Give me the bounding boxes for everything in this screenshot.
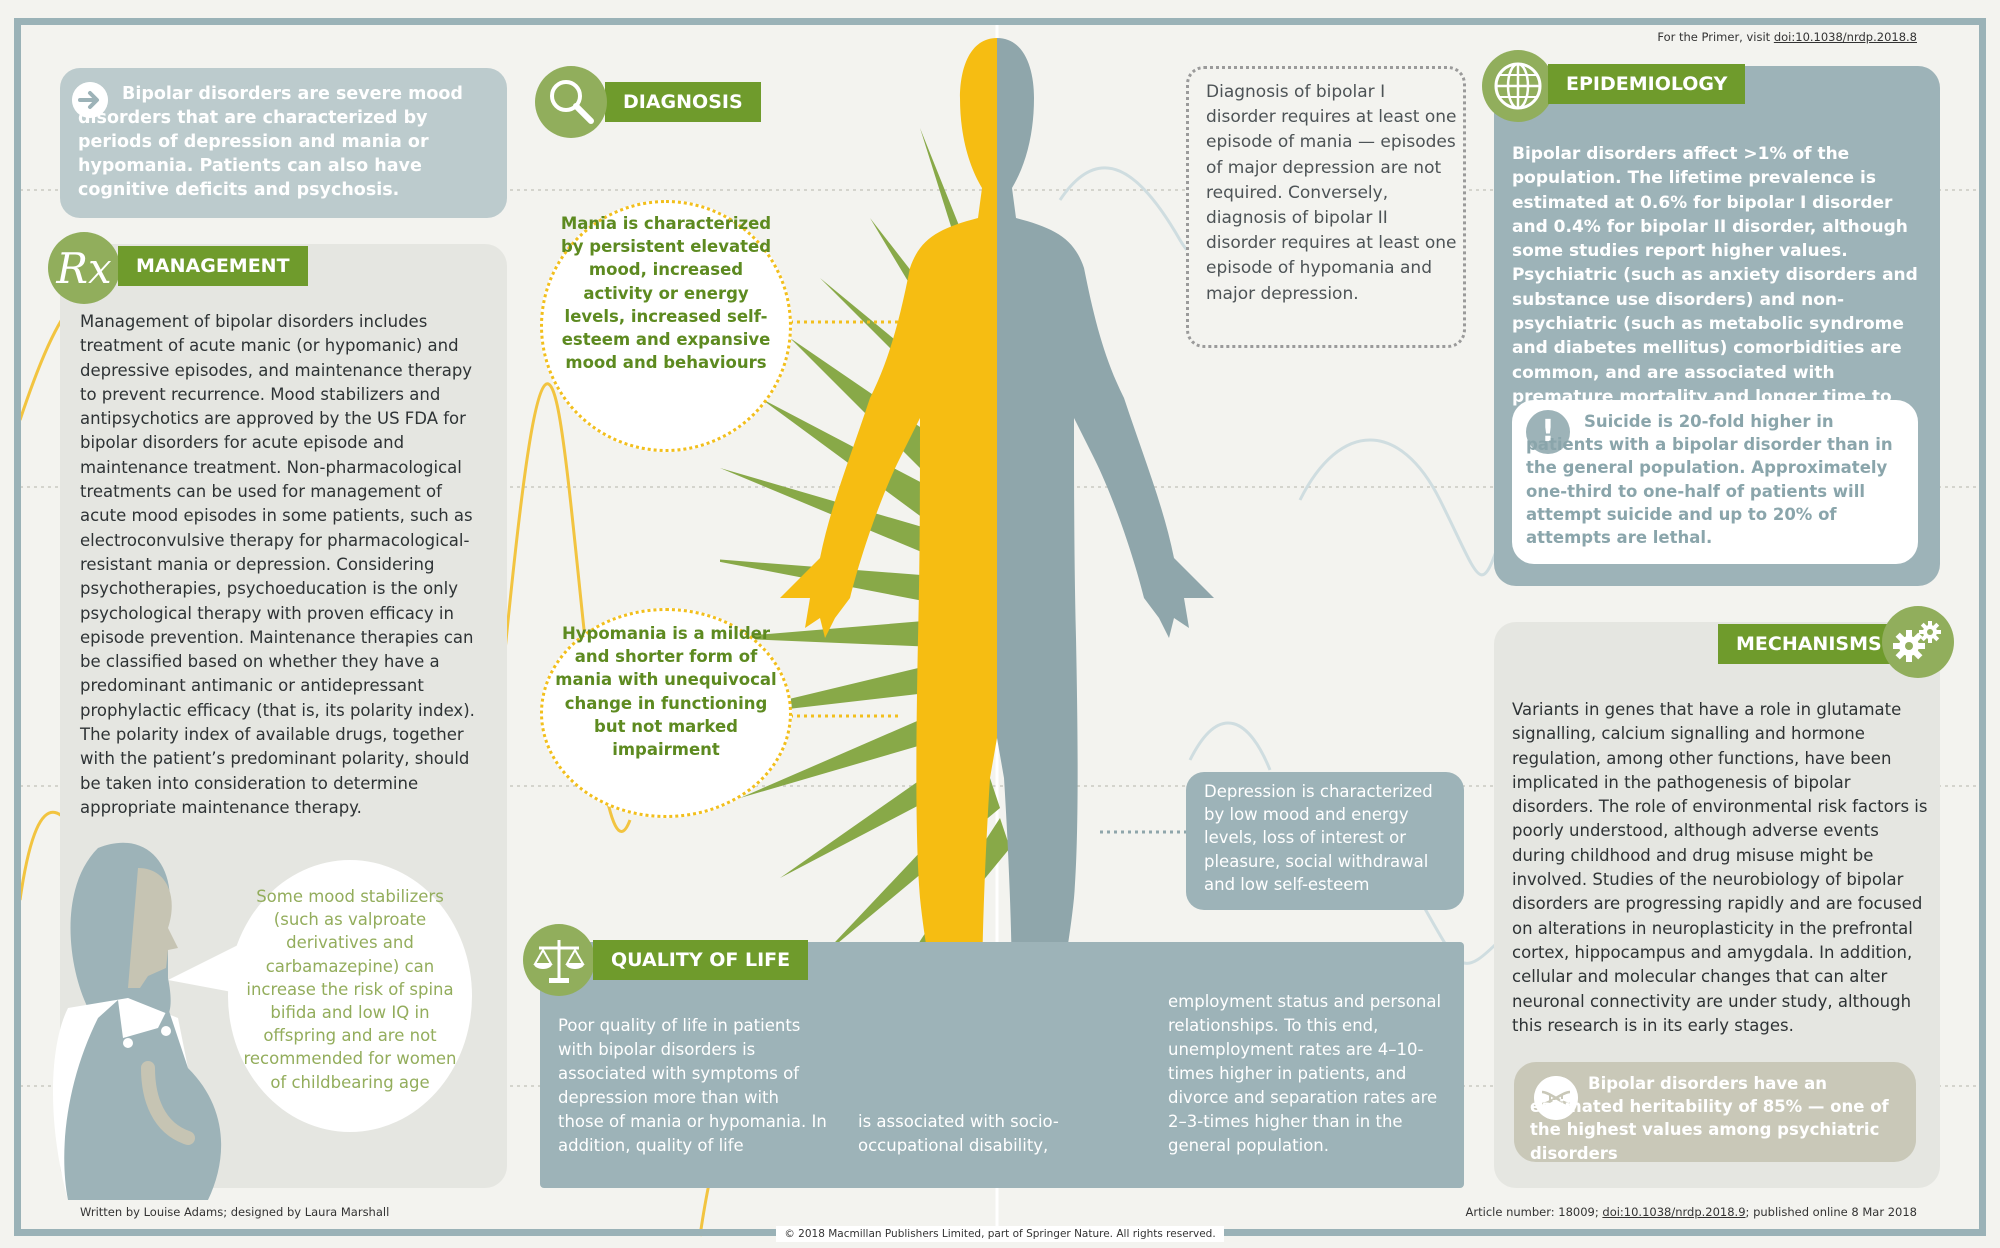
mechanisms-text: Variants in genes that have a role in gl… [1512,700,1928,1035]
globe-icon [1482,50,1554,122]
depression-text: Depression is characterized by low mood … [1204,782,1433,894]
bubble-text: Some mood stabilizers (such as valproate… [243,887,457,1092]
epidemiology-title: EPIDEMIOLOGY [1548,64,1746,104]
credits: Written by Louise Adams; designed by Lau… [80,1205,390,1219]
mania-circle [540,200,792,452]
diagnosis-criteria-box [1186,66,1466,348]
exclamation-icon: ! [1526,410,1570,454]
heritability-box [1514,1062,1916,1162]
connector-lines [790,320,1186,834]
mania-text: Mania is characterized by persistent ele… [560,214,772,373]
management-text: Management of bipolar disorders includes… [80,312,475,817]
article-doi-link[interactable]: doi:10.1038/nrdp.2018.9 [1602,1205,1746,1219]
article-info: Article number: 18009; doi:10.1038/nrdp.… [1465,1205,1917,1219]
copyright: © 2018 Macmillan Publishers Limited, par… [0,1226,2000,1242]
rx-icon: Rx [48,232,120,304]
arrow-right-icon [72,82,108,118]
diagnosis-criteria-text: Diagnosis of bipolar I disorder requires… [1206,82,1457,304]
suicide-text: Suicide is 20-fold higher in patients wi… [1526,412,1893,548]
quality-of-life-text-3: employment status and personal relations… [1168,992,1442,1155]
suicide-box [1512,400,1918,564]
depression-box [1186,772,1464,910]
top-note-link[interactable]: doi:10.1038/nrdp.2018.8 [1773,30,1917,44]
quality-of-life-text-2: is associated with socio-occupational di… [858,1112,1059,1155]
heritability-text: Bipolar disorders have an estimated heri… [1530,1074,1889,1163]
gears-icon [1882,606,1954,678]
quality-of-life-panel [540,942,1464,1188]
hypomania-text: Hypomania is a milder and shorter form o… [555,624,777,760]
intro-box [60,68,507,218]
mechanisms-title: MECHANISMS [1718,624,1900,664]
pregnant-woman-illustration [53,842,222,1200]
human-body-figure [720,38,1214,1058]
quality-of-life-title: QUALITY OF LIFE [593,940,809,980]
quality-of-life-text-1: Poor quality of life in patients with bi… [558,1016,827,1155]
magnifier-icon [535,66,607,138]
management-title: MANAGEMENT [118,246,308,286]
diagnosis-title: DIAGNOSIS [605,82,761,122]
epidemiology-text: Bipolar disorders affect >1% of the popu… [1512,144,1918,431]
warning-speech-bubble [228,860,472,1132]
speech-bubble-tail [168,940,248,995]
dna-icon [1534,1076,1578,1120]
top-note: For the Primer, visit doi:10.1038/nrdp.2… [1657,30,1917,44]
intro-text: Bipolar disorders are severe mood disord… [78,84,463,200]
hypomania-circle [540,608,792,818]
scales-icon [523,924,595,996]
